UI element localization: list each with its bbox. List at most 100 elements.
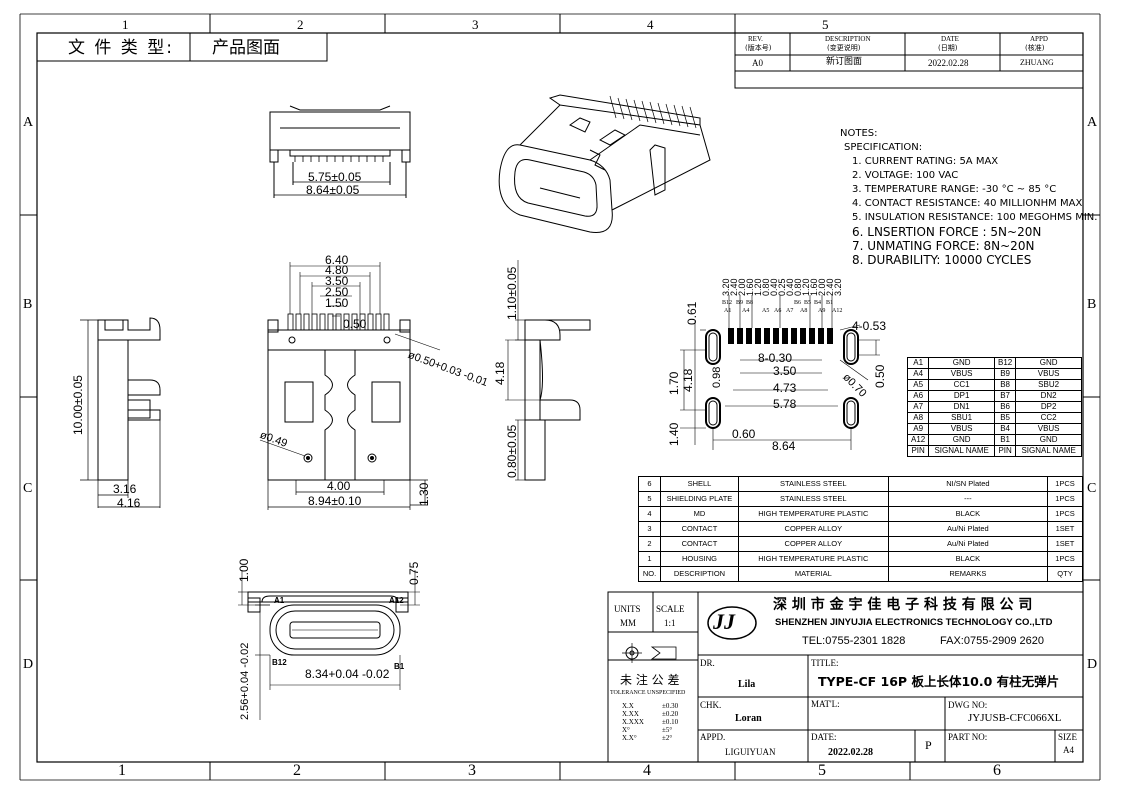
pin-table-cell: B12 xyxy=(993,357,1017,369)
rev-value: A0 xyxy=(752,58,763,68)
rev-header-rev-cn: (版本号) xyxy=(745,44,772,52)
pin-table-cell: B7 xyxy=(993,390,1017,402)
dim-3-50: 3.50 xyxy=(325,274,349,288)
fp-pin: B4 xyxy=(814,300,822,306)
notes-block: NOTES: SPECIFICATION: 1. CURRENT RATING:… xyxy=(840,127,1097,267)
dim-5-75: 5.75±0.05 xyxy=(308,170,362,184)
pin-table-cell: GND xyxy=(1015,434,1082,446)
rev-header-desc: DESCRIPTION xyxy=(825,35,871,43)
dim-1-50: 1.50 xyxy=(325,296,349,310)
dim-0-75: 0.75 xyxy=(407,561,421,585)
side-view xyxy=(80,317,161,508)
tol-val: ±5° xyxy=(662,726,673,734)
dim-0-50-fp: 0.50 xyxy=(873,364,887,388)
dim-2-56: 2.56+0.04 -0.02 xyxy=(239,642,251,720)
footprint-view xyxy=(680,295,880,450)
bom-cell: 1PCS xyxy=(1047,491,1083,507)
fp-pin: A8 xyxy=(800,308,808,314)
date-label: DATE: xyxy=(811,732,837,742)
size-label: SIZE xyxy=(1058,732,1077,742)
bom-cell: QTY xyxy=(1047,566,1083,582)
bom-cell: 6 xyxy=(638,476,661,492)
bom-cell: 1PCS xyxy=(1047,506,1083,522)
date-value: 2022.02.28 xyxy=(828,747,873,758)
dim-4-16: 4.16 xyxy=(117,496,141,510)
pin-table-cell: DP2 xyxy=(1015,401,1082,413)
pin-table-cell: B1 xyxy=(993,434,1017,446)
bom-cell: SHELL xyxy=(659,476,739,492)
fp-pin: A4 xyxy=(742,308,750,314)
tol-val: ±0.30 xyxy=(662,702,679,710)
zone-bottom-2: 2 xyxy=(293,762,301,779)
company-fax: FAX:0755-2909 2620 xyxy=(940,635,1044,647)
pin-table-cell: DP1 xyxy=(928,390,995,402)
bom-cell: NI/SN Plated xyxy=(887,476,1049,492)
notes-title: NOTES: xyxy=(840,128,878,139)
note-item: 2. VOLTAGE: 100 VAC xyxy=(852,170,959,181)
chk-value: Loran xyxy=(735,713,762,724)
note-item: 5. INSULATION RESISTANCE: 100 MEGOHMS MI… xyxy=(852,212,1098,223)
tol-val: ±0.20 xyxy=(662,710,679,718)
dim-6-40: 6.40 xyxy=(325,253,349,267)
note-item: 6. LNSERTION FORCE : 5N~20N xyxy=(852,225,1042,239)
title-label: TITLE: xyxy=(811,658,839,668)
tolerance-title-en: TOLERANCE UNSPECIFIED xyxy=(610,690,686,696)
pin-table-cell: A4 xyxy=(906,368,930,380)
bom-cell: BLACK xyxy=(887,551,1049,567)
fp-pin: B9 xyxy=(736,300,744,306)
doc-type-value: 产品图面 xyxy=(212,38,280,58)
dim-8-64-fp: 8.64 xyxy=(772,439,796,453)
bom-cell: 1SET xyxy=(1047,536,1083,552)
pin-table-cell: VBUS xyxy=(1015,423,1082,435)
mating-view xyxy=(238,570,420,720)
dim-0-60: 0.60 xyxy=(732,427,756,441)
bom-cell: CONTACT xyxy=(659,536,739,552)
bom-cell: 1SET xyxy=(1047,521,1083,537)
bom-cell: 5 xyxy=(638,491,661,507)
dim-3-16: 3.16 xyxy=(113,482,137,496)
fp-pin: B1 xyxy=(826,300,834,306)
pin-label-a12: A12 xyxy=(389,596,404,605)
zone-left-b: B xyxy=(23,297,33,312)
zone-right-a: A xyxy=(1087,115,1098,130)
rev-header-appd: APPD xyxy=(1030,35,1048,43)
dim-4-18-fp: 4.18 xyxy=(681,368,695,392)
fp-pin: A5 xyxy=(762,308,770,314)
pin-table-cell: DN2 xyxy=(1015,390,1082,402)
dr-label: DR. xyxy=(700,658,715,668)
pin-table-cell: A5 xyxy=(906,379,930,391)
bom-cell: STAINLESS STEEL xyxy=(737,476,889,492)
doc-type-label: 文 件 类 型: xyxy=(68,38,174,58)
zone-top-1: 1 xyxy=(122,17,129,32)
pin-table-cell: PIN xyxy=(906,445,930,457)
note-item: 4. CONTACT RESISTANCE: 40 MILLIONHM MAX xyxy=(852,198,1083,209)
dim-1-40: 1.40 xyxy=(667,422,681,446)
pin-table-cell: GND xyxy=(1015,357,1082,369)
pin-table-cell: GND xyxy=(928,434,995,446)
pin-table-cell: GND xyxy=(928,357,995,369)
pin-table-cell: VBUS xyxy=(1015,368,1082,380)
fp-pin: A7 xyxy=(786,308,794,314)
zone-top-2: 2 xyxy=(297,17,304,32)
rev-header-date: DATE xyxy=(941,35,959,43)
bom-cell: Au/Ni Plated xyxy=(887,521,1049,537)
dim-0-80: 0.80±0.05 xyxy=(505,424,519,478)
fp-pin: A12 xyxy=(832,308,843,314)
bom-cell: Au/Ni Plated xyxy=(887,536,1049,552)
pin-table-cell: A1 xyxy=(906,357,930,369)
scale-label: SCALE xyxy=(656,604,685,614)
zone-right-b: B xyxy=(1087,297,1097,312)
tolerance-list: X.X±0.30 X.XX±0.20 X.XXX±0.10 X°±5° X.X°… xyxy=(622,702,678,742)
bom-cell: 2 xyxy=(638,536,661,552)
fp-pin: A1 xyxy=(724,308,732,314)
fp-pin: B8 xyxy=(746,300,754,306)
